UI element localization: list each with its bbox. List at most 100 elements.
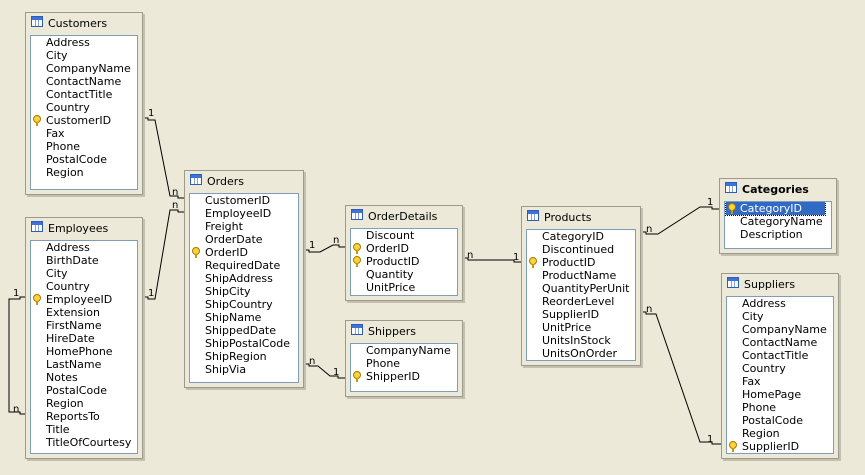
field-row[interactable]: UnitsInStock: [527, 334, 635, 347]
field-row[interactable]: Fax: [31, 127, 137, 140]
relation-line-orders-orderdetails[interactable]: [303, 244, 345, 253]
field-row[interactable]: Region: [31, 166, 137, 179]
field-row[interactable]: UnitsOnOrder: [527, 347, 635, 360]
field-row[interactable]: CompanyName: [727, 323, 833, 336]
field-row[interactable]: ContactName: [727, 336, 833, 349]
field-row[interactable]: EmployeeID: [190, 207, 298, 220]
field-row[interactable]: ReportsTo: [31, 410, 137, 423]
relation-line-shippers-orders[interactable]: [303, 363, 345, 379]
field-row[interactable]: Address: [727, 297, 833, 310]
field-row[interactable]: City: [727, 310, 833, 323]
table-header[interactable]: Orders: [185, 171, 303, 191]
field-row[interactable]: PostalCode: [31, 153, 137, 166]
field-row[interactable]: UnitPrice: [527, 321, 635, 334]
field-row[interactable]: Quantity: [351, 268, 457, 281]
table-header[interactable]: Customers: [26, 13, 142, 33]
field-row[interactable]: ContactTitle: [31, 88, 137, 101]
field-row[interactable]: ShipVia: [190, 363, 298, 376]
table-header[interactable]: Products: [522, 207, 640, 227]
field-row[interactable]: Phone: [31, 140, 137, 153]
field-row[interactable]: City: [31, 267, 137, 280]
field-row[interactable]: City: [31, 49, 137, 62]
field-row[interactable]: Region: [727, 427, 833, 440]
field-row[interactable]: CustomerID: [190, 194, 298, 207]
field-row[interactable]: HireDate: [31, 332, 137, 345]
field-row[interactable]: PostalCode: [727, 414, 833, 427]
relation-line-employees-self[interactable]: [8, 296, 26, 415]
field-row[interactable]: ShipCountry: [190, 298, 298, 311]
field-row[interactable]: LastName: [31, 358, 137, 371]
field-row[interactable]: Extension: [31, 306, 137, 319]
field-row[interactable]: ProductID: [351, 255, 457, 268]
field-row[interactable]: ShipRegion: [190, 350, 298, 363]
field-row[interactable]: Fax: [727, 375, 833, 388]
field-row[interactable]: Discontinued: [527, 243, 635, 256]
field-row[interactable]: Region: [31, 397, 137, 410]
field-row[interactable]: Country: [31, 101, 137, 114]
field-row[interactable]: OrderID: [190, 246, 298, 259]
relation-line-employees-orders[interactable]: [142, 209, 184, 300]
field-row[interactable]: OrderID: [351, 242, 457, 255]
field-row[interactable]: CategoryName: [725, 215, 831, 228]
field-row[interactable]: OrderDate: [190, 233, 298, 246]
field-row[interactable]: Description: [725, 228, 831, 241]
field-row[interactable]: ShipCity: [190, 285, 298, 298]
field-row[interactable]: Address: [31, 36, 137, 49]
table-header[interactable]: Shippers: [346, 321, 462, 341]
field-row[interactable]: PostalCode: [31, 384, 137, 397]
field-row[interactable]: Discount: [351, 229, 457, 242]
field-row[interactable]: ShipName: [190, 311, 298, 324]
field-row[interactable]: CategoryID: [725, 202, 826, 216]
relation-line-customers-orders[interactable]: [142, 117, 184, 199]
relation-line-suppliers-products[interactable]: [640, 311, 721, 445]
field-row[interactable]: ShipperID: [351, 370, 457, 383]
field-row[interactable]: TitleOfCourtesy: [31, 436, 137, 449]
table-header[interactable]: Categories: [720, 179, 836, 199]
field-row[interactable]: ShippedDate: [190, 324, 298, 337]
field-row[interactable]: BirthDate: [31, 254, 137, 267]
field-row[interactable]: CompanyName: [31, 62, 137, 75]
field-row[interactable]: SupplierID: [527, 308, 635, 321]
field-row[interactable]: ContactTitle: [727, 349, 833, 362]
field-row[interactable]: Country: [31, 280, 137, 293]
field-row[interactable]: HomePage: [727, 388, 833, 401]
field-row[interactable]: CompanyName: [351, 344, 457, 357]
field-row[interactable]: Address: [31, 241, 137, 254]
field-row[interactable]: EmployeeID: [31, 293, 137, 306]
relation-line-products-orderdetails[interactable]: [462, 257, 521, 263]
field-row[interactable]: Country: [727, 362, 833, 375]
field-row[interactable]: ProductID: [527, 256, 635, 269]
field-row[interactable]: UnitPrice: [351, 281, 457, 294]
field-row[interactable]: Notes: [31, 371, 137, 384]
field-row[interactable]: ProductName: [527, 269, 635, 282]
field-row[interactable]: SupplierID: [727, 440, 833, 453]
field-row[interactable]: Title: [31, 423, 137, 436]
field-row[interactable]: RequiredDate: [190, 259, 298, 272]
field-row[interactable]: CategoryID: [527, 230, 635, 243]
field-row[interactable]: FirstName: [31, 319, 137, 332]
field-row[interactable]: ReorderLevel: [527, 295, 635, 308]
field-row[interactable]: Phone: [727, 401, 833, 414]
table-header[interactable]: Employees: [26, 218, 142, 238]
table-header[interactable]: OrderDetails: [346, 206, 462, 226]
field-row[interactable]: ShipPostalCode: [190, 337, 298, 350]
field-row[interactable]: Freight: [190, 220, 298, 233]
field-row[interactable]: QuantityPerUnit: [527, 282, 635, 295]
table-header[interactable]: Suppliers: [722, 274, 838, 294]
field-row[interactable]: CustomerID: [31, 114, 137, 127]
